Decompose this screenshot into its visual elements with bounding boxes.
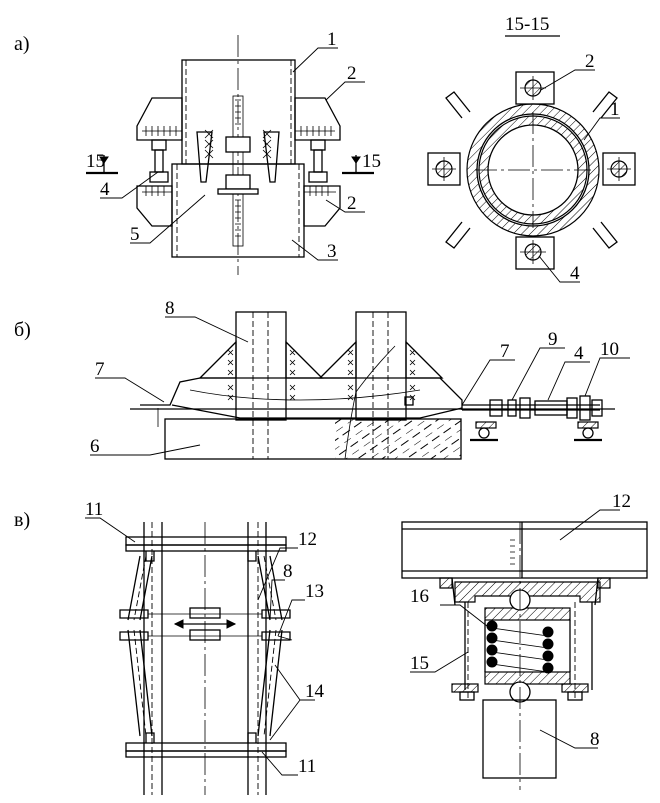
callout-c-12: 12 — [298, 529, 317, 550]
panel-c-jack-view: 11 12 8 13 14 11 — [85, 499, 325, 795]
callout-b-6: 6 — [90, 436, 100, 457]
callout-s-2: 2 — [585, 51, 595, 72]
callout-b-10: 10 — [600, 339, 619, 360]
callout-s-1: 1 — [610, 99, 620, 120]
panel-a: а) — [14, 14, 636, 284]
callout-d-12: 12 — [612, 491, 631, 512]
callout-b-7-left: 7 — [95, 359, 105, 380]
callout-b-7-right: 7 — [500, 341, 510, 362]
panel-b-label: б) — [14, 319, 31, 341]
panel-c-label: в) — [14, 509, 30, 531]
callout-c-14: 14 — [305, 681, 325, 702]
callout-a-4: 4 — [100, 179, 110, 200]
callout-a-2-lower: 2 — [347, 193, 357, 214]
callout-b-4: 4 — [574, 343, 584, 364]
panel-c-detail-view: 12 16 15 8 — [401, 491, 648, 790]
callout-a-5: 5 — [130, 224, 140, 245]
panel-a-section-15: 15-15 — [427, 14, 636, 284]
callout-a-15-right: 15 — [362, 151, 381, 172]
callout-c-11-top: 11 — [85, 499, 103, 520]
callout-b-8: 8 — [165, 298, 175, 319]
callout-a-15-left: 15 — [86, 151, 105, 172]
callout-s-4: 4 — [570, 263, 580, 284]
panel-a-side-view: 1 2 2 3 4 5 15 15 — [86, 29, 381, 275]
callout-a-1: 1 — [327, 29, 337, 50]
section-title: 15-15 — [505, 14, 549, 35]
panel-b: б) — [14, 298, 630, 460]
callout-d-15: 15 — [410, 653, 429, 674]
callout-b-9: 9 — [548, 329, 558, 350]
callout-a-2-upper: 2 — [347, 63, 357, 84]
callout-a-3: 3 — [327, 241, 337, 262]
callout-d-16: 16 — [410, 586, 429, 607]
callout-c-11-bottom: 11 — [298, 756, 316, 777]
callout-c-8: 8 — [283, 561, 293, 582]
callout-d-8: 8 — [590, 729, 600, 750]
callout-c-13: 13 — [305, 581, 324, 602]
panel-c: в) — [14, 491, 648, 795]
panel-a-label: а) — [14, 33, 30, 55]
